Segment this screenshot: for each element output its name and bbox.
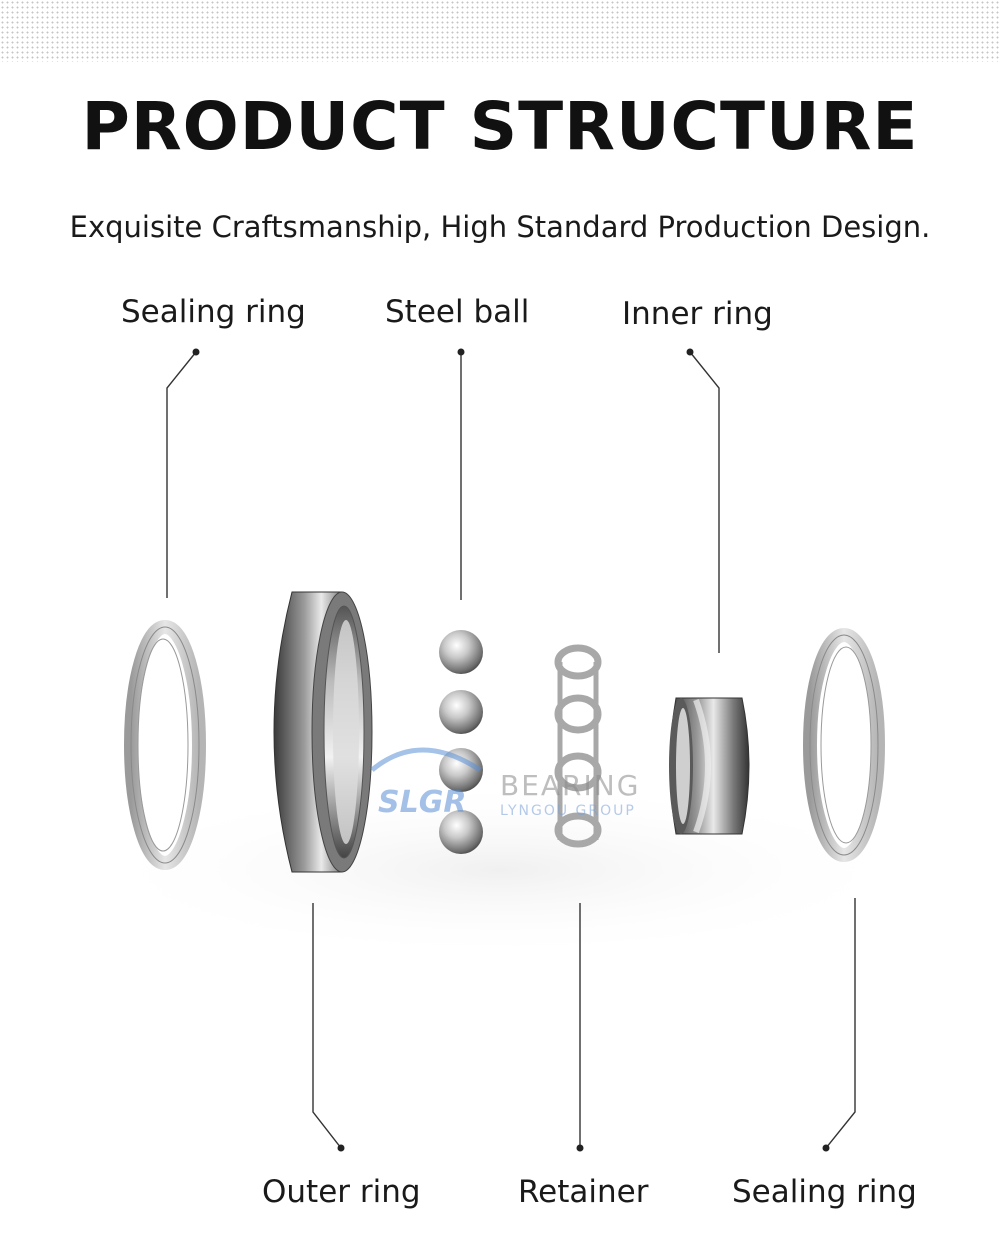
leader-lines [166,351,856,1149]
leader-dots [192,348,830,1152]
label-sealing-ring-top: Sealing ring [121,294,306,330]
label-outer-ring: Outer ring [262,1174,421,1210]
retainer-part [554,644,602,848]
label-sealing-ring-bottom: Sealing ring [732,1174,917,1210]
watermark-logo-text: SLGR [378,785,466,820]
watermark-logo: SLGR BEARING LYNGOU GROUP [370,747,640,820]
page-subtitle: Exquisite Craftsmanship, High Standard P… [69,210,931,244]
sealing-ring-left-part [124,620,206,870]
label-retainer: Retainer [518,1174,649,1210]
sealing-ring-right-part [803,628,885,862]
label-inner-ring: Inner ring [622,296,773,332]
inner-ring-part [669,697,750,835]
watermark-company: LYNGOU GROUP [500,803,636,819]
stipple-header-band [0,0,1000,62]
page-title: PRODUCT STRUCTURE [81,88,919,165]
steel-ball-part [439,630,483,854]
label-steel-ball: Steel ball [385,294,530,330]
outer-ring-part [273,591,373,873]
watermark-brand: BEARING [500,769,640,802]
